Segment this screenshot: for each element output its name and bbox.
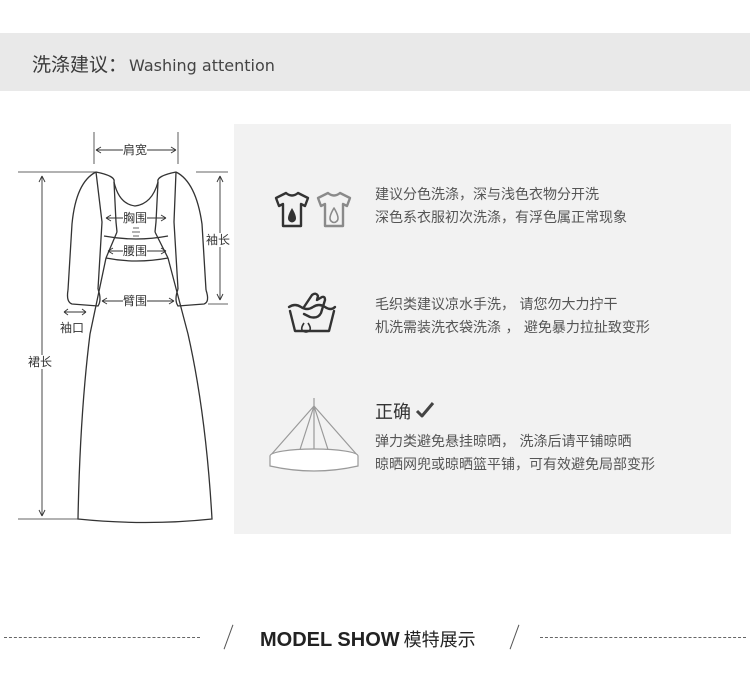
title-cn: 洗涤建议： bbox=[32, 54, 128, 76]
care-row3-line2: 晾晒网兜或晾晒篮平铺，可有效避免局部变形 bbox=[375, 457, 655, 473]
label-shoulder: 肩宽 bbox=[123, 143, 148, 157]
divider-dash-left bbox=[4, 637, 200, 638]
model-show-title-en: MODEL SHOW bbox=[260, 629, 400, 651]
hand-wash-basin-icon bbox=[287, 292, 337, 333]
correct-heading: 正确 bbox=[375, 398, 435, 424]
divider-slash-left bbox=[223, 624, 234, 650]
section-title: 洗涤建议：Washing attention bbox=[32, 50, 275, 77]
care-row2-line2: 机洗需装洗衣袋洗涤 ， 避免暴力拉扯致变形 bbox=[375, 320, 650, 336]
care-panel: 建议分色洗涤，深与浅色衣物分开洗 深色系衣服初次洗涤，有浮色属正常现象 毛织类建… bbox=[234, 124, 731, 534]
dress-measurement-sketch: 肩宽 胸围 腰围 袖长 臂围 袖口 裙长 bbox=[16, 124, 236, 524]
checkmark-icon bbox=[415, 402, 435, 418]
care-row2-text: 毛织类建议凉水手洗， 请您勿大力拧干 机洗需装洗衣袋洗涤 ， 避免暴力拉扯致变形 bbox=[375, 294, 650, 340]
label-upper-arm: 臂围 bbox=[123, 294, 148, 308]
label-skirt-length: 裙长 bbox=[28, 355, 53, 369]
care-row1-line1: 建议分色洗涤，深与浅色衣物分开洗 bbox=[375, 187, 599, 203]
divider-dash-right bbox=[540, 637, 746, 638]
divider-slash-right bbox=[509, 624, 520, 650]
label-chest: 胸围 bbox=[123, 211, 148, 225]
label-waist: 腰围 bbox=[123, 244, 148, 258]
tshirt-drops-icon bbox=[274, 191, 352, 228]
label-sleeve: 袖长 bbox=[206, 233, 231, 247]
header-band: 洗涤建议：Washing attention bbox=[0, 33, 750, 91]
dress-outline-icon bbox=[18, 132, 228, 524]
care-row3-text: 弹力类避免悬挂晾晒， 洗涤后请平铺晾晒 晾晒网兜或晾晒篮平铺，可有效避免局部变形 bbox=[375, 431, 655, 477]
care-row1-text: 建议分色洗涤，深与浅色衣物分开洗 深色系衣服初次洗涤，有浮色属正常现象 bbox=[375, 184, 627, 230]
drying-net-icon bbox=[269, 398, 359, 472]
model-show-title-cn: 模特展示 bbox=[403, 630, 476, 651]
label-cuff: 袖口 bbox=[60, 321, 85, 335]
care-row1-line2: 深色系衣服初次洗涤，有浮色属正常现象 bbox=[375, 210, 627, 226]
title-en: Washing attention bbox=[129, 56, 275, 75]
care-row2-line1: 毛织类建议凉水手洗， 请您勿大力拧干 bbox=[375, 297, 618, 313]
care-row3-line1: 弹力类避免悬挂晾晒， 洗涤后请平铺晾晒 bbox=[375, 434, 632, 450]
correct-heading-text: 正确 bbox=[375, 402, 411, 423]
